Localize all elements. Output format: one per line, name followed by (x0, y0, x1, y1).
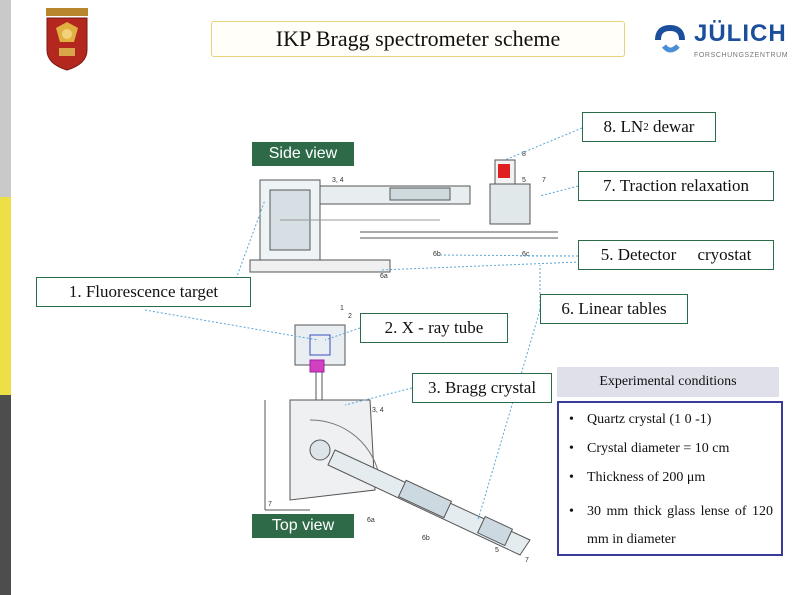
callout-traction: 7. Traction relaxation (578, 171, 774, 201)
callout-ln2-text: 8. LN (603, 117, 644, 136)
top-label-5: 5 (495, 547, 499, 554)
side-label-6a: 6a (380, 273, 388, 280)
callout-xray-tube: 2. X - ray tube (360, 313, 508, 343)
page-title: IKP Bragg spectrometer scheme (211, 21, 625, 57)
condition-item: Thickness of 200 μm (567, 469, 773, 487)
condition-item: Quartz crystal (1 0 -1) (567, 411, 773, 429)
top-label-34: 3, 4 (372, 407, 384, 414)
university-crest-logo (44, 6, 90, 72)
sidebar-stripe-dark (0, 395, 11, 595)
callout-linear-tables: 6. Linear tables (540, 294, 688, 324)
conditions-box: Quartz crystal (1 0 -1) Crystal diameter… (557, 401, 783, 556)
side-label-7: 7 (542, 177, 546, 184)
side-view-tag: Side view (252, 142, 354, 166)
top-label-6a: 6a (367, 517, 375, 524)
side-label-6c: 6c (522, 251, 530, 258)
julich-mark-icon (655, 24, 685, 53)
julich-subtitle: FORSCHUNGSZENTRUM (694, 52, 789, 59)
conditions-heading: Experimental conditions (557, 367, 779, 397)
condition-item: Crystal diameter = 10 cm (567, 440, 773, 458)
top-label-6b: 6b (422, 535, 430, 542)
top-label-7a: 7 (268, 501, 272, 508)
callout-ln2-sub: 2 (643, 121, 649, 133)
callout-ln2-suffix: dewar (648, 117, 695, 136)
top-view-drawing: 1 2 3, 4 7 6a 6b 5 7 (264, 305, 531, 564)
dewar-red-marker (498, 164, 510, 178)
top-view-tag: Top view (252, 514, 354, 538)
top-label-2: 2 (348, 313, 352, 320)
conditions-list: Quartz crystal (1 0 -1) Crystal diameter… (559, 403, 781, 554)
julich-name: JÜLICH (694, 20, 787, 47)
side-label-5: 5 (522, 177, 526, 184)
sidebar-stripe-yellow (0, 197, 11, 395)
callout-detector: 5. Detector cryostat (578, 240, 774, 270)
top-label-7b: 7 (525, 557, 529, 564)
side-label-6b: 6b (433, 251, 441, 258)
side-label-34: 3, 4 (332, 177, 344, 184)
callout-bragg-crystal: 3. Bragg crystal (412, 373, 552, 403)
side-label-8: 8 (522, 151, 526, 158)
top-label-1: 1 (340, 305, 344, 312)
callout-fluorescence: 1. Fluorescence target (36, 277, 251, 307)
condition-item: 30 mm thick glass lense of 120 mm in dia… (567, 498, 773, 554)
julich-logo: JÜLICH FORSCHUNGSZENTRUM (652, 18, 788, 68)
side-view-drawing: 3, 4 8 5 7 6b 6c 6a (249, 151, 558, 280)
sidebar-stripe-gray (0, 0, 11, 197)
